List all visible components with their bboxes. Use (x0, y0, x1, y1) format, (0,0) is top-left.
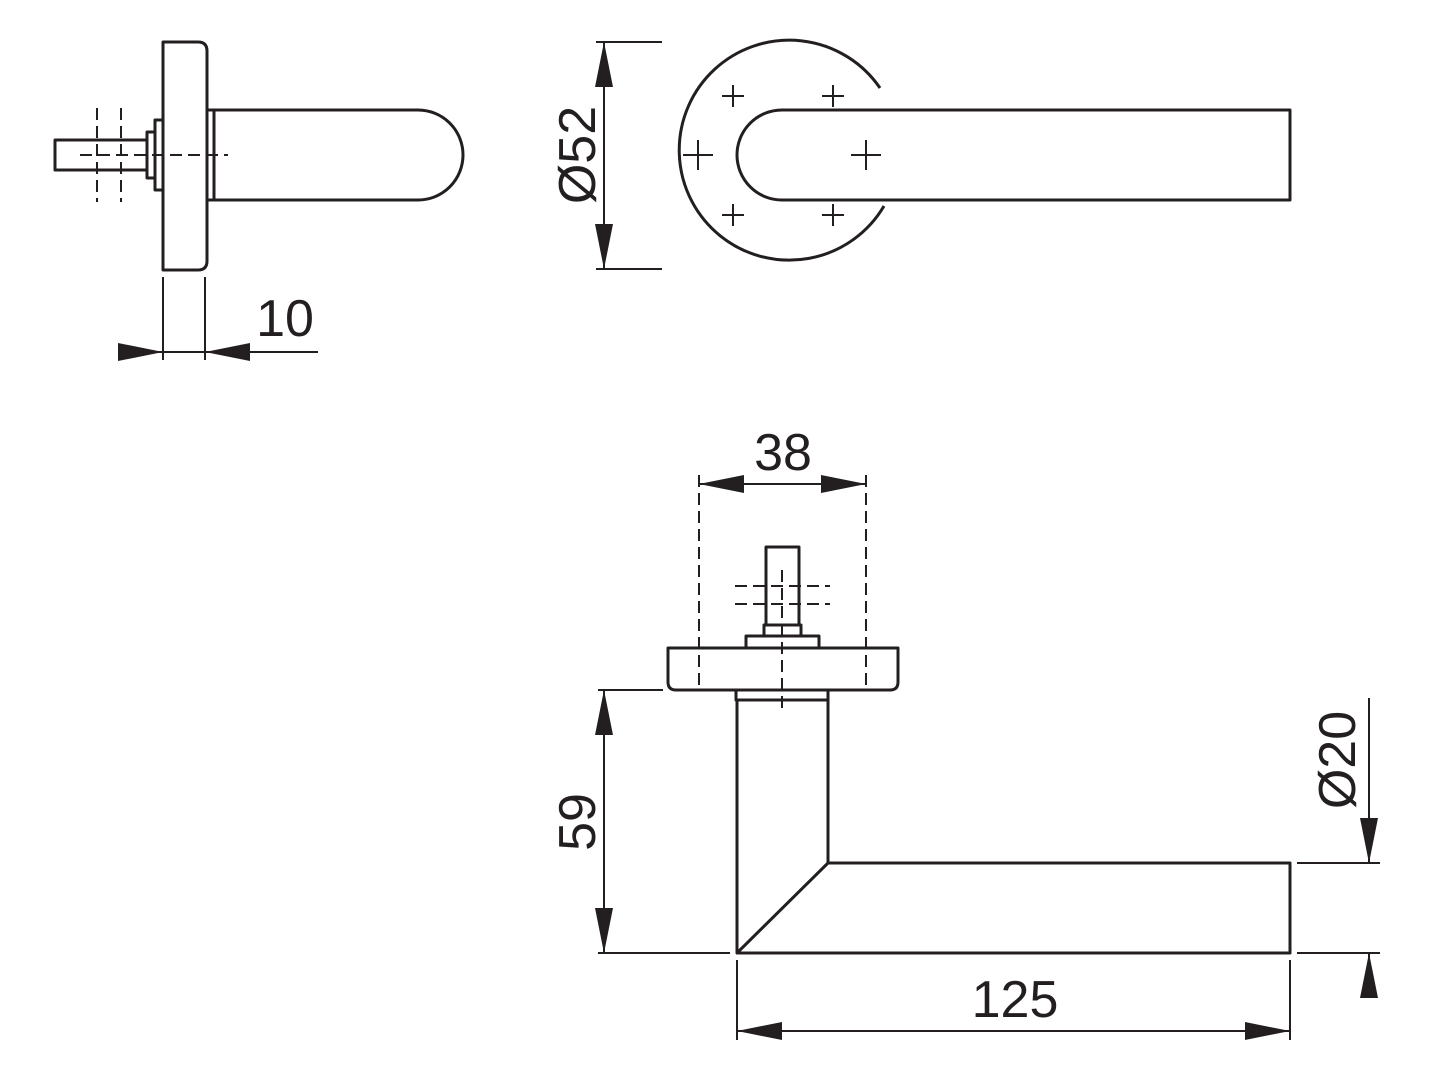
dim-10-arrow (205, 343, 250, 361)
dim-38-arrow (699, 475, 744, 493)
dim-d20-arrow (1360, 818, 1378, 863)
dim-125-label: 125 (972, 971, 1059, 1029)
top-view-lever-outline (735, 700, 1292, 955)
dim-d20-arrow (1360, 953, 1378, 998)
dim-59-arrow (595, 908, 613, 953)
dim-125-arrow (737, 1022, 782, 1040)
dim-125-arrow (1245, 1022, 1290, 1040)
dim-38-arrow (821, 475, 866, 493)
front-view-lever-outline (735, 108, 1292, 202)
dim-10-label: 10 (256, 290, 314, 348)
fixing-cross-icon (851, 140, 881, 170)
top-view: 38 59 Ø20 125 (549, 424, 1380, 1040)
side-view-rose-plate (161, 40, 209, 272)
top-view-rose-plate (666, 646, 900, 692)
fixing-cross-icon (683, 140, 713, 170)
front-view-fixing-crosses (683, 85, 881, 226)
dim-10-arrow (118, 343, 163, 361)
side-view-lever-arm (214, 108, 465, 202)
top-view-lever-miter (735, 861, 830, 955)
fixing-cross-icon (822, 85, 844, 107)
dim-59-arrow (595, 690, 613, 735)
fixing-cross-icon (822, 204, 844, 226)
fixing-cross-icon (722, 85, 744, 107)
front-view: Ø52 (549, 38, 1292, 270)
side-view: 10 (53, 40, 465, 361)
dim-59-label: 59 (549, 793, 607, 851)
fixing-cross-icon (722, 204, 744, 226)
dim-d20-label: Ø20 (1309, 711, 1367, 809)
dim-d52-arrow (595, 42, 613, 87)
front-view-rose-circle (677, 38, 886, 262)
top-view-neck-ring (734, 688, 830, 702)
dim-d52-arrow (595, 224, 613, 269)
dim-38-label: 38 (754, 424, 812, 482)
dim-d52-label: Ø52 (549, 106, 607, 204)
